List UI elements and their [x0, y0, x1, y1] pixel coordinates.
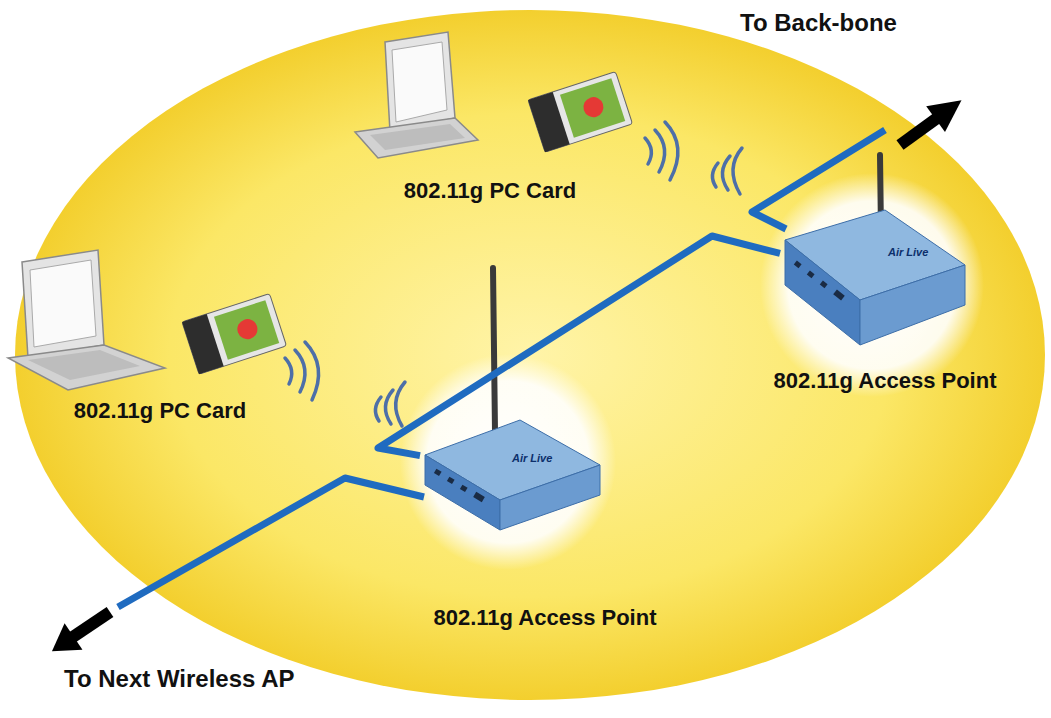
ap-glow: [400, 354, 616, 570]
device-label: 802.11g Access Point: [774, 368, 997, 394]
wave-arc: [295, 350, 305, 392]
laptop-base: [8, 345, 165, 390]
device-label: 802.11g Access Point: [434, 605, 657, 631]
wire-segment: [752, 130, 885, 229]
ap-side: [500, 465, 600, 530]
device-node: 802.11g Access Point: [420, 410, 605, 535]
laptop-screen: [385, 32, 455, 132]
laptop-keyboard: [28, 350, 140, 380]
laptop-icon: [8, 250, 165, 390]
ap-port: [434, 469, 442, 476]
ap-antenna: [493, 268, 495, 432]
device-label: 802.11g PC Card: [404, 178, 576, 204]
ap-port: [794, 261, 802, 269]
ap-port: [820, 281, 828, 289]
wave-arc: [645, 138, 651, 164]
wave-arc: [712, 163, 718, 187]
card-sticker-dot: [235, 317, 260, 342]
wave-arc: [305, 342, 319, 400]
wave-arc: [655, 130, 665, 172]
laptop-base: [355, 118, 478, 158]
coverage-ellipse: [15, 10, 1045, 700]
laptop-icon: [355, 32, 478, 158]
direction-arrow: [43, 599, 119, 665]
direction-label: To Back-bone: [740, 8, 897, 37]
card-sticker: [214, 300, 279, 359]
ap-port: [807, 271, 815, 279]
laptop-screen: [22, 250, 104, 358]
ap-port: [460, 485, 468, 492]
wire-segment: [118, 478, 424, 607]
brand-label: Air Live: [888, 246, 928, 259]
network-cable: [378, 236, 780, 456]
device-node: 802.11g PC Card: [350, 30, 630, 160]
ap-front: [785, 240, 860, 345]
brand-label: Air Live: [512, 452, 552, 465]
wave-arc: [375, 397, 381, 421]
device-node: 802.11g Access Point: [780, 205, 968, 350]
direction-arrow: [891, 87, 971, 158]
device-label: 802.11g PC Card: [74, 398, 246, 424]
arrow-head: [43, 623, 82, 664]
ap-glow: [760, 173, 984, 397]
ap-port: [833, 290, 845, 301]
wave-arc: [733, 148, 742, 194]
direction-label: To Next Wireless AP: [64, 664, 295, 693]
card-sticker-dot: [581, 95, 606, 120]
arrow-head: [926, 87, 971, 132]
ap-front: [425, 455, 500, 530]
card-body: [182, 294, 286, 375]
backbone-wire: [118, 130, 885, 607]
wave-arc: [665, 122, 678, 180]
pc-card-icon: [182, 294, 286, 375]
wave-arc: [285, 358, 292, 384]
wave-arc: [396, 382, 405, 426]
laptop-display: [392, 42, 447, 122]
access-point-icon: [785, 155, 965, 345]
card-sticker: [560, 78, 625, 137]
pc-card-icon: [528, 72, 632, 153]
device-node: 802.11g PC Card: [5, 245, 290, 390]
card-body: [528, 72, 632, 153]
ap-port: [447, 477, 455, 484]
ap-side: [860, 265, 965, 345]
radio-waves: [285, 122, 742, 426]
ap-port: [473, 492, 485, 502]
wave-arc: [385, 390, 393, 424]
wave-arc: [722, 156, 730, 190]
laptop-keyboard: [370, 124, 465, 150]
laptop-display: [30, 260, 96, 347]
